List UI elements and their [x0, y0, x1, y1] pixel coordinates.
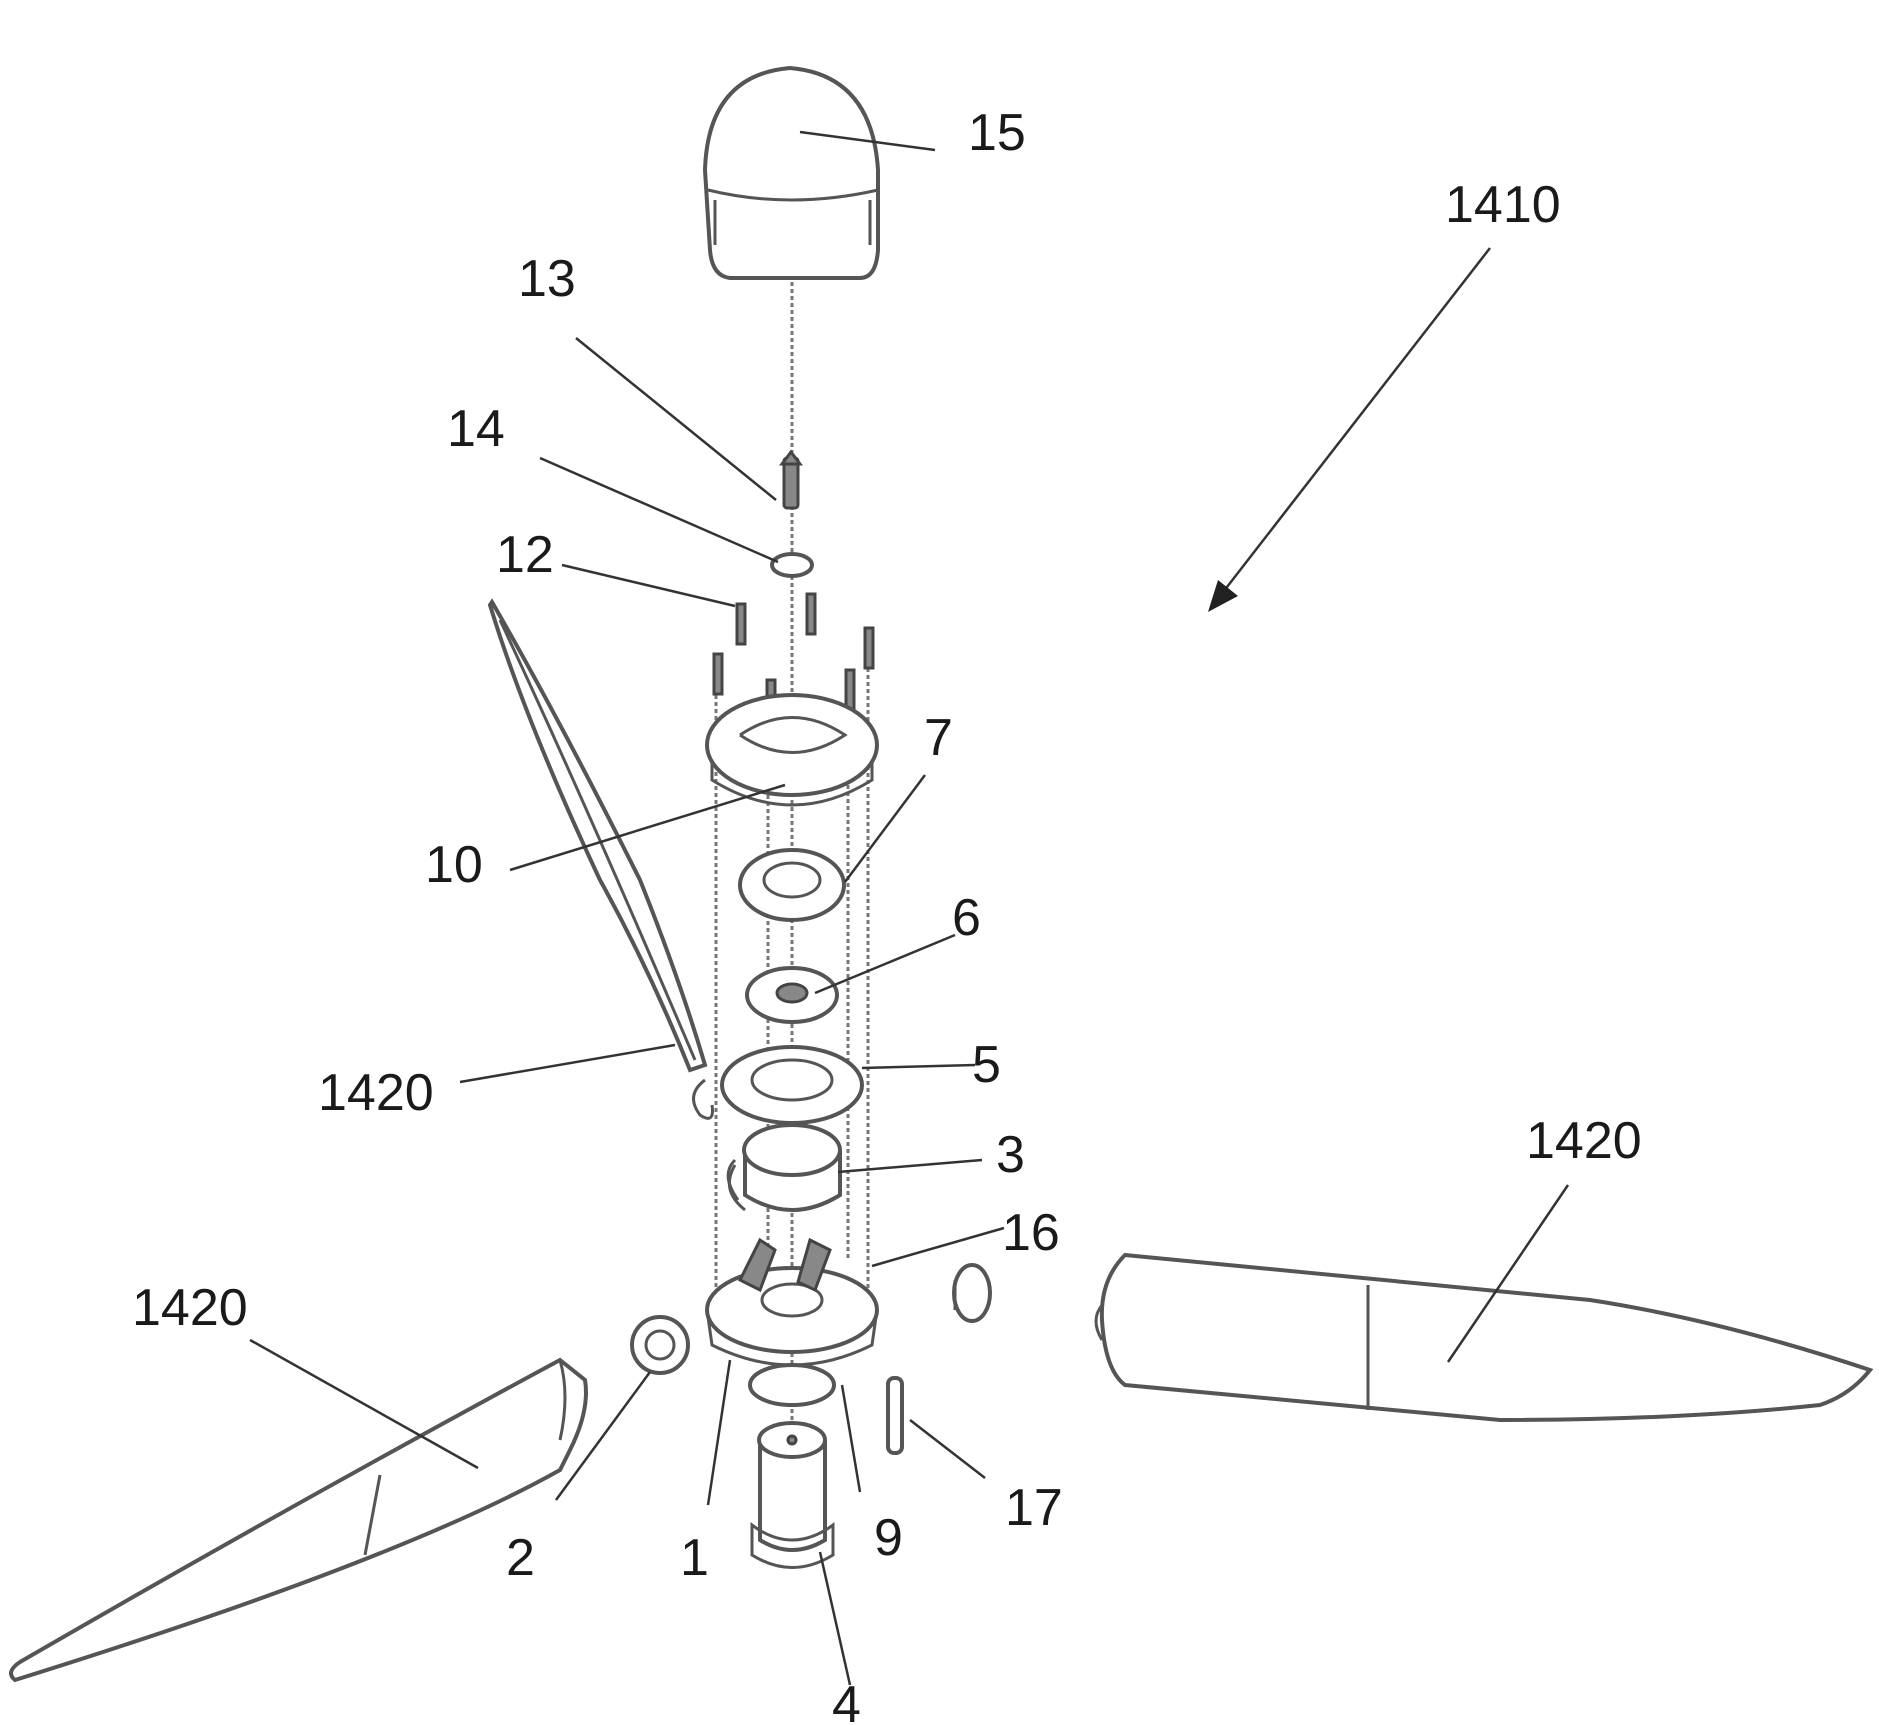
- blade-lower-left: [11, 1360, 586, 1680]
- washer: [772, 554, 812, 576]
- label-1410: 1410: [1445, 176, 1561, 234]
- label-1420-left: 1420: [318, 1064, 434, 1122]
- label-1420-bottom: 1420: [132, 1279, 248, 1337]
- blade-clip-upper: [694, 1080, 713, 1118]
- label-4: 4: [832, 1676, 861, 1725]
- label-10: 10: [425, 836, 483, 894]
- label-15: 15: [968, 104, 1026, 162]
- blade-right: [1096, 1255, 1870, 1420]
- hub-body-3: [729, 1125, 840, 1210]
- assembly-arrow: [1208, 248, 1490, 612]
- label-17: 17: [1005, 1479, 1063, 1537]
- lower-ring-9: [750, 1365, 834, 1405]
- ring-5: [722, 1047, 862, 1123]
- screw: [782, 452, 800, 508]
- label-2: 2: [506, 1529, 535, 1587]
- label-1420-right: 1420: [1526, 1112, 1642, 1170]
- nut-2: [632, 1317, 688, 1373]
- label-9: 9: [874, 1509, 903, 1567]
- label-3: 3: [996, 1126, 1025, 1184]
- blade-upper-left: [490, 602, 705, 1070]
- label-7: 7: [924, 709, 953, 767]
- label-16: 16: [1002, 1204, 1060, 1262]
- label-13: 13: [518, 250, 576, 308]
- nut-16: [954, 1265, 990, 1321]
- label-14: 14: [447, 400, 505, 458]
- shaft-sleeve-4: [752, 1423, 833, 1568]
- label-12: 12: [496, 526, 554, 584]
- bearing-6: [747, 968, 837, 1022]
- top-plate: [707, 695, 877, 805]
- ring-7: [740, 850, 844, 920]
- dome-cap: [705, 68, 878, 278]
- label-5: 5: [972, 1036, 1001, 1094]
- pin-17: [888, 1378, 902, 1453]
- label-1: 1: [680, 1529, 709, 1587]
- leader-lines: [250, 132, 1568, 1685]
- label-6: 6: [952, 889, 981, 947]
